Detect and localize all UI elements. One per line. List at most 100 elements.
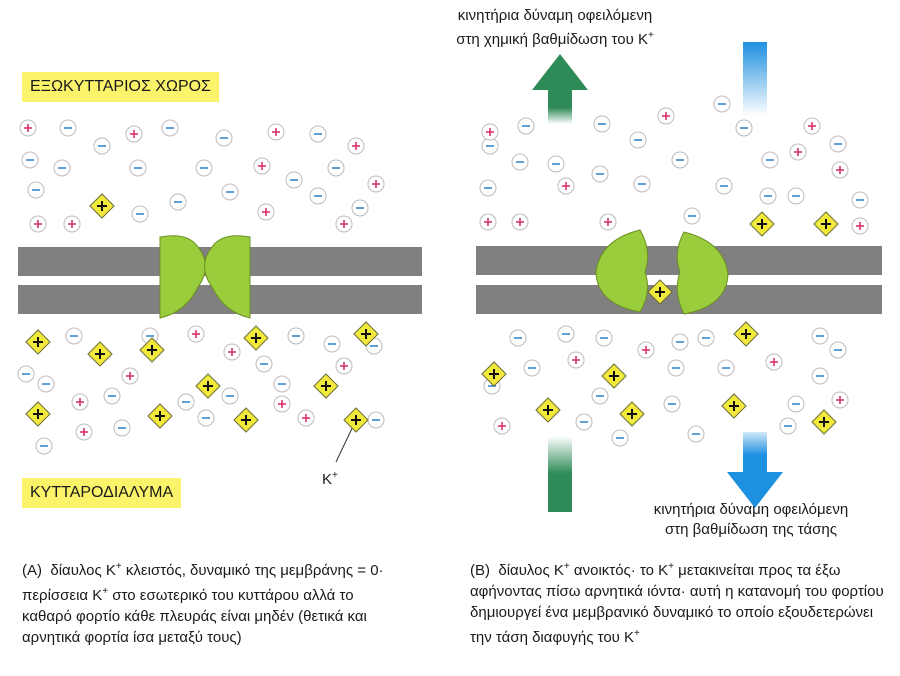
negative-ion <box>759 187 777 205</box>
blue-bar-top <box>743 42 767 116</box>
negative-ion <box>17 365 35 383</box>
positive-ion <box>19 119 37 137</box>
positive-ion <box>557 177 575 195</box>
negative-ion <box>671 151 689 169</box>
negative-ion <box>367 411 385 429</box>
positive-ion <box>121 367 139 385</box>
k-ion <box>195 373 221 399</box>
negative-ion <box>327 159 345 177</box>
green-bar-bottom <box>548 436 572 512</box>
negative-ion <box>21 151 39 169</box>
negative-ion <box>103 387 121 405</box>
k-ion-label: K+ <box>322 470 338 488</box>
negative-ion <box>309 125 327 143</box>
positive-ion <box>187 325 205 343</box>
negative-ion <box>255 355 273 373</box>
negative-ion <box>273 375 291 393</box>
negative-ion <box>851 191 869 209</box>
positive-ion <box>831 161 849 179</box>
positive-ion <box>831 391 849 409</box>
negative-ion <box>177 393 195 411</box>
k-ion <box>25 401 51 427</box>
negative-ion <box>37 375 55 393</box>
negative-ion <box>779 417 797 435</box>
channel-open-b <box>595 229 729 315</box>
positive-ion <box>789 143 807 161</box>
negative-ion <box>829 341 847 359</box>
positive-ion <box>479 213 497 231</box>
negative-ion <box>285 171 303 189</box>
negative-ion <box>811 367 829 385</box>
positive-ion <box>803 117 821 135</box>
negative-ion <box>671 333 689 351</box>
k-ion <box>147 403 173 429</box>
negative-ion <box>59 119 77 137</box>
negative-ion <box>713 95 731 113</box>
k-ion <box>535 397 561 423</box>
positive-ion <box>253 157 271 175</box>
k-ion <box>25 329 51 355</box>
positive-ion <box>297 409 315 427</box>
positive-ion <box>493 417 511 435</box>
k-ion <box>353 321 379 347</box>
k-ion <box>481 361 507 387</box>
green-arrow-up <box>532 54 588 124</box>
k-ion <box>139 337 165 363</box>
caption-a: (A) δίαυλος K+ κλειστός, δυναμικό της με… <box>22 561 384 646</box>
positive-ion <box>63 215 81 233</box>
k-ion <box>647 279 673 305</box>
negative-ion <box>169 193 187 211</box>
k-ion <box>233 407 259 433</box>
negative-ion <box>479 179 497 197</box>
blue-arrow-down <box>727 432 783 508</box>
positive-ion <box>71 393 89 411</box>
negative-ion <box>511 153 529 171</box>
negative-ion <box>611 429 629 447</box>
cytosol-label: ΚΥΤΤΑΡΟΔΙΑΛΥΜΑ <box>22 478 182 508</box>
positive-ion <box>347 137 365 155</box>
negative-ion <box>35 437 53 455</box>
negative-ion <box>93 137 111 155</box>
k-ion <box>601 363 627 389</box>
negative-ion <box>687 425 705 443</box>
negative-ion <box>667 359 685 377</box>
bottom-arrow-label: κινητήρια δύναμη οφειλόμενη στη βαθμίδωσ… <box>653 501 849 538</box>
k-ion <box>733 321 759 347</box>
negative-ion <box>547 155 565 173</box>
negative-ion <box>27 181 45 199</box>
negative-ion <box>595 329 613 347</box>
negative-ion <box>633 175 651 193</box>
negative-ion <box>309 187 327 205</box>
negative-ion <box>517 117 535 135</box>
positive-ion <box>599 213 617 231</box>
k-ion <box>619 401 645 427</box>
negative-ion <box>715 177 733 195</box>
positive-ion <box>481 123 499 141</box>
negative-ion <box>65 327 83 345</box>
channel-closed-a <box>159 235 251 319</box>
negative-ion <box>735 119 753 137</box>
negative-ion <box>161 119 179 137</box>
positive-ion <box>637 341 655 359</box>
negative-ion <box>131 205 149 223</box>
positive-ion <box>223 343 241 361</box>
negative-ion <box>195 159 213 177</box>
negative-ion <box>287 327 305 345</box>
positive-ion <box>657 107 675 125</box>
negative-ion <box>323 335 341 353</box>
k-ion <box>811 409 837 435</box>
k-ion <box>749 211 775 237</box>
positive-ion <box>335 215 353 233</box>
negative-ion <box>221 387 239 405</box>
positive-ion <box>851 217 869 235</box>
negative-ion <box>53 159 71 177</box>
negative-ion <box>829 135 847 153</box>
negative-ion <box>697 329 715 347</box>
positive-ion <box>335 357 353 375</box>
positive-ion <box>29 215 47 233</box>
negative-ion <box>113 419 131 437</box>
k-ion <box>313 373 339 399</box>
k-ion <box>87 341 113 367</box>
positive-ion <box>75 423 93 441</box>
negative-ion <box>197 409 215 427</box>
